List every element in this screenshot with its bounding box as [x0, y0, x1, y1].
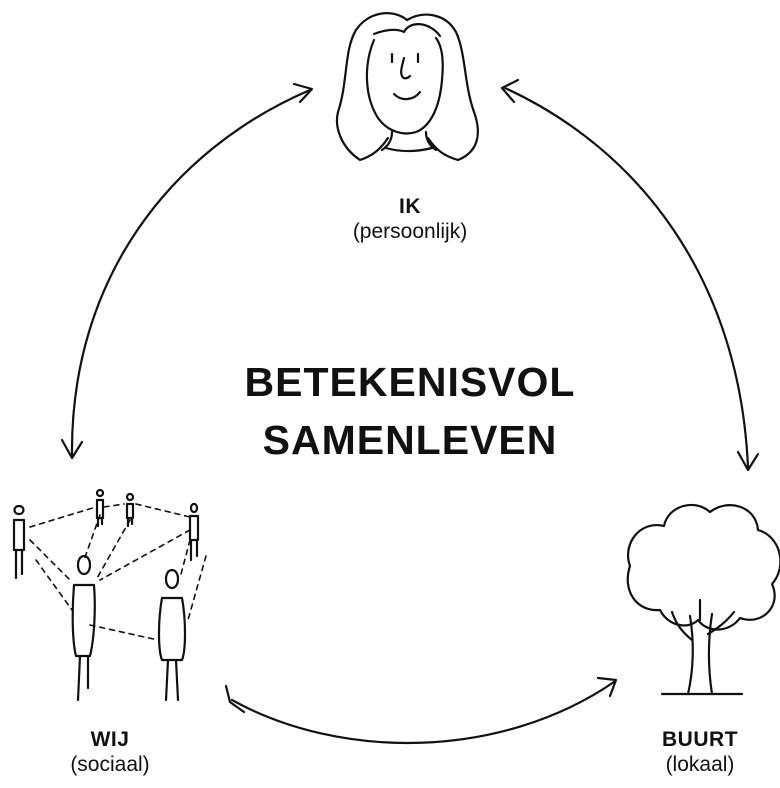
- center-title-line2: SAMENLEVEN: [262, 417, 558, 463]
- node-buurt-title: BUURT: [662, 728, 738, 751]
- people-network-icon: [12, 488, 207, 702]
- node-ik-subtitle: (persoonlijk): [352, 219, 468, 243]
- node-wij-title: WIJ: [90, 728, 130, 751]
- node-buurt-subtitle: (lokaal): [665, 752, 735, 776]
- center-title: BETEKENISVOL SAMENLEVEN: [160, 353, 660, 469]
- node-buurt-label: BUURT (lokaal): [620, 728, 780, 778]
- center-title-line1: BETEKENISVOL: [244, 359, 576, 405]
- node-wij-subtitle: (sociaal): [70, 752, 150, 776]
- node-wij-label: WIJ (sociaal): [30, 728, 190, 778]
- tree-icon: [626, 503, 780, 696]
- woman-face-icon: [335, 12, 479, 162]
- node-ik-label: IK (persoonlijk): [310, 195, 510, 245]
- arrow-wij-buurt: [224, 676, 618, 745]
- arrow-ik-wij: [60, 82, 314, 460]
- arrow-ik-buurt: [500, 78, 760, 472]
- node-ik-title: IK: [399, 195, 421, 218]
